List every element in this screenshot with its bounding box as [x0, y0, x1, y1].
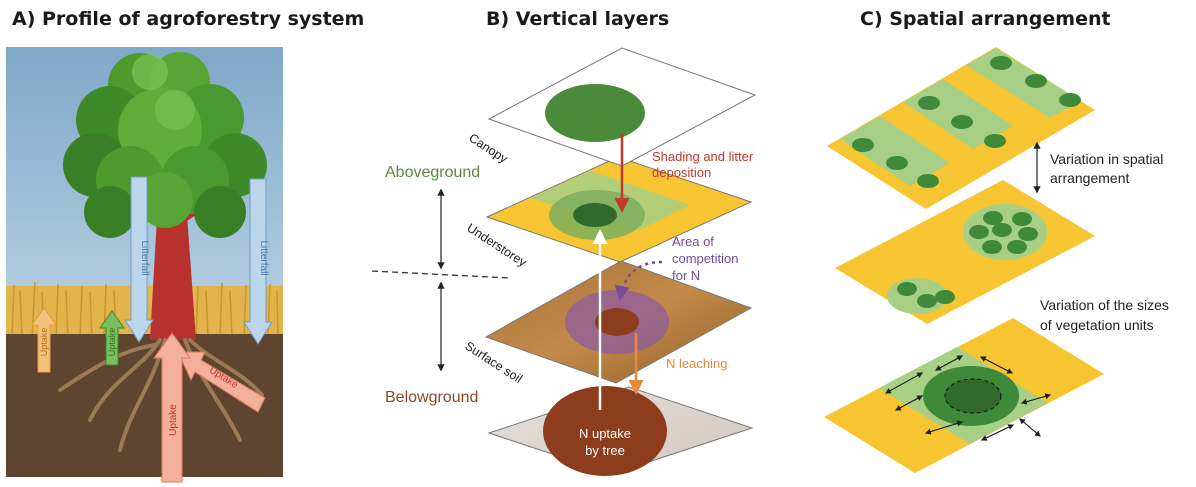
shading-label-line1: Shading and litter — [652, 149, 754, 164]
canopy-label: Canopy — [466, 131, 510, 167]
leaching-label: N leaching — [666, 356, 727, 371]
panel-a-illustration: Litterfall Litterfall Uptake Uptake Upta… — [6, 47, 283, 483]
uptake-label-root-main: Uptake — [168, 404, 179, 436]
litterfall-label-left: Litterfall — [139, 240, 150, 275]
litterfall-arrow-right: Litterfall — [243, 178, 273, 345]
spatial-note-line2: arrangement — [1050, 170, 1129, 186]
uptake-label-crop-left: Uptake — [39, 328, 49, 357]
panel-c-diagram: Variation in spatial arrangement Variati… — [824, 47, 1169, 473]
uptake-label-crop-mid: Uptake — [107, 328, 117, 357]
uptake-arrow-root-main: Uptake — [153, 332, 191, 483]
panel-a-title: A) Profile of agroforestry system — [12, 8, 365, 30]
litterfall-label-right: Litterfall — [258, 240, 269, 275]
competition-arrow — [614, 260, 663, 301]
arrangement-sizes — [824, 318, 1104, 473]
size-arrows — [884, 355, 1052, 441]
uptake-label-line1: N uptake — [579, 426, 631, 441]
uptake-arrow-crop-left: Uptake — [31, 307, 57, 373]
sizes-note-line1: Variation of the sizes — [1040, 297, 1169, 313]
vegetation-unit-inner — [944, 378, 1002, 414]
litterfall-arrow-left: Litterfall — [124, 176, 154, 343]
tree-row-1 — [840, 116, 950, 186]
competition-label-line2: competition — [672, 251, 738, 266]
canopy-crown — [545, 84, 645, 142]
competition-label-line1: Area of — [672, 234, 714, 249]
uptake-label-line2: by tree — [585, 443, 625, 458]
shading-label-line2: deposition — [652, 165, 711, 180]
tree-crown-shadow — [573, 203, 617, 227]
zone-divider — [371, 270, 511, 279]
spatial-note-line1: Variation in spatial — [1050, 151, 1163, 167]
crop-stalks — [11, 281, 279, 339]
panel-b-diagram: Aboveground Belowground Canopy Understor… — [371, 47, 757, 476]
belowground-label: Belowground — [385, 389, 478, 406]
arrangement-rows — [827, 47, 1095, 209]
uptake-arrow-crop-mid: Uptake — [99, 310, 125, 366]
aboveground-label: Aboveground — [385, 164, 480, 181]
panel-b-title: B) Vertical layers — [486, 8, 670, 30]
panel-c-title: C) Spatial arrangement — [860, 8, 1111, 30]
arrangement-clusters — [835, 180, 1095, 324]
tree-trunk — [150, 200, 196, 340]
sizes-note-line2: of vegetation units — [1040, 317, 1154, 333]
competition-label-line3: for N — [672, 268, 700, 283]
root-zone-bottom — [543, 386, 667, 476]
root-zone-surface — [595, 308, 639, 336]
